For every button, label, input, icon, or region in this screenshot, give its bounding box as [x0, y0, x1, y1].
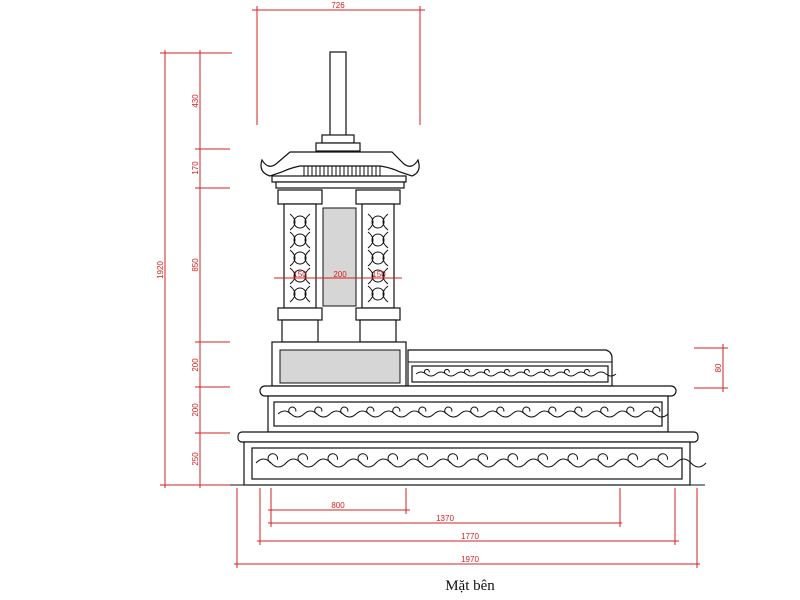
scroll-curl: [447, 453, 459, 464]
scroll-curl: [627, 453, 639, 464]
floral-carving: [289, 267, 311, 285]
floral-carving: [367, 285, 389, 303]
floral-carving: [289, 213, 311, 231]
roof-tile: [335, 166, 341, 176]
roof-tile: [343, 166, 349, 176]
dim-label-bottom: 1370: [436, 514, 454, 523]
scroll-curl: [544, 368, 550, 375]
right-column: [355, 189, 401, 343]
upper-tier: [259, 385, 677, 433]
scroll-curl: [567, 453, 579, 464]
dim-label-height: 170: [191, 161, 200, 175]
scroll-curl: [626, 406, 635, 415]
drawing-caption: Mặt bên: [445, 578, 495, 594]
scroll-curl: [537, 453, 549, 464]
roof-tile: [311, 166, 317, 176]
altar-base: [271, 341, 407, 387]
scroll-curl: [297, 453, 309, 464]
scroll-curl: [424, 368, 430, 375]
scroll-curl: [340, 406, 349, 415]
scroll-curl: [417, 453, 429, 464]
roof-tile: [367, 166, 373, 176]
pagoda-roof: [260, 151, 420, 189]
scroll-curl: [524, 368, 530, 375]
scroll-curl: [507, 453, 519, 464]
dim-label-height: 430: [191, 94, 200, 108]
scroll-curl: [574, 406, 583, 415]
left-height-dimensions: 1920 430 170 850 200 200 250: [156, 50, 232, 488]
top-width-dimension: 726: [252, 1, 425, 125]
scroll-curl: [657, 453, 669, 464]
floral-carving: [367, 267, 389, 285]
scroll-curl: [444, 368, 450, 375]
scroll-carvings: [255, 406, 707, 468]
scroll-curl: [464, 368, 470, 375]
dim-label-right-height: 80: [714, 363, 723, 372]
scroll-curl: [288, 406, 297, 415]
dim-label-height: 250: [191, 452, 200, 466]
roof-tile: [375, 166, 381, 176]
roof-tile: [351, 166, 357, 176]
floral-carving: [289, 231, 311, 249]
dim-label-bottom: 800: [331, 501, 345, 510]
floral-carving: [289, 249, 311, 267]
dim-label-bottom: 1770: [461, 532, 479, 541]
scroll-curl: [600, 406, 609, 415]
scroll-curl: [484, 368, 490, 375]
scroll-curl: [267, 453, 279, 464]
floral-carving: [289, 285, 311, 303]
dim-label-bottom: 1970: [461, 555, 479, 564]
dim-label-height: 850: [191, 258, 200, 272]
scroll-curl: [597, 453, 609, 464]
scroll-curl: [387, 453, 399, 464]
roof-tile: [319, 166, 325, 176]
roof-tile: [303, 166, 309, 176]
scroll-curl: [366, 406, 375, 415]
dim-label-column: 150: [372, 270, 386, 279]
scroll-curl: [327, 453, 339, 464]
scroll-curl: [504, 368, 510, 375]
center-granite-panel: [322, 207, 357, 307]
scroll-curl: [496, 406, 505, 415]
right-height-dimension: 80: [694, 344, 728, 392]
lower-tier: [237, 431, 699, 486]
scroll-curl: [470, 406, 479, 415]
bottom-width-dimensions: 800 1370 1770 1970: [234, 488, 700, 568]
scroll-curl: [392, 406, 401, 415]
dim-label-height: 200: [191, 403, 200, 417]
scroll-curl: [522, 406, 531, 415]
column-width-dimensions: 150 200 150: [274, 270, 402, 279]
dim-label-top-width: 726: [331, 1, 345, 10]
spire: [315, 51, 361, 152]
floral-carving: [367, 231, 389, 249]
scroll-ornament: [415, 371, 617, 377]
scroll-curl: [652, 406, 661, 415]
dim-label-column: 200: [333, 270, 347, 279]
dim-label-column: 150: [293, 270, 307, 279]
scroll-curl: [564, 368, 570, 375]
left-column: [277, 189, 323, 343]
scroll-curl: [357, 453, 369, 464]
roof-tile: [359, 166, 365, 176]
scroll-curl: [584, 368, 590, 375]
roof-tile: [327, 166, 333, 176]
scroll-curl: [314, 406, 323, 415]
scroll-curl: [477, 453, 489, 464]
scroll-curl: [418, 406, 427, 415]
dim-label-height: 200: [191, 358, 200, 372]
scroll-curl: [548, 406, 557, 415]
scroll-curl: [444, 406, 453, 415]
floral-carving: [367, 213, 389, 231]
floral-carving: [367, 249, 389, 267]
tomb-body: [407, 349, 617, 387]
dim-label-total-height: 1920: [156, 261, 165, 279]
